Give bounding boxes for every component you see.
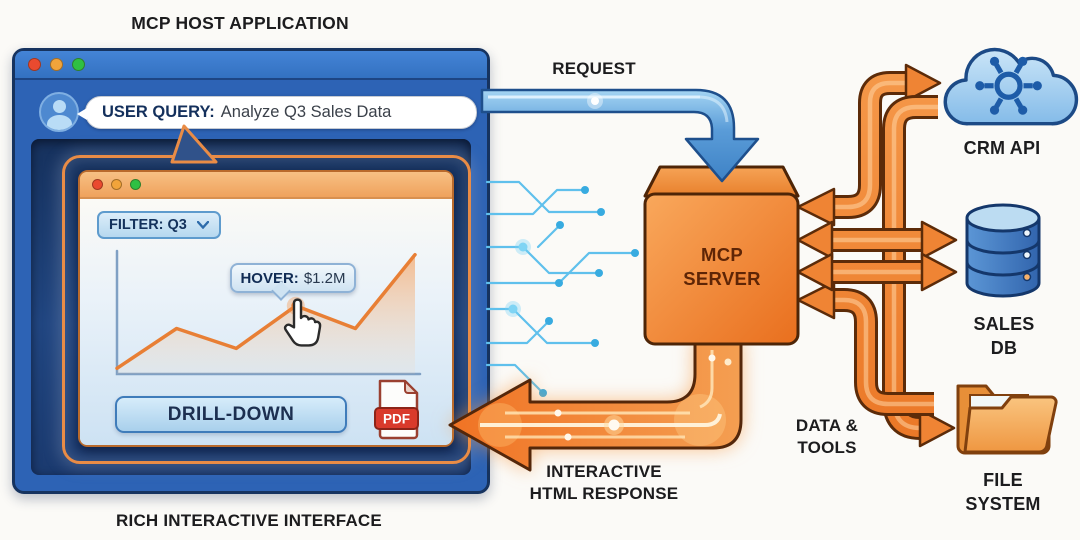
- inner-maximize-button[interactable]: [130, 179, 141, 190]
- response-bubble-outline: [62, 155, 471, 464]
- file-system-label: FILE SYSTEM: [965, 470, 1041, 514]
- inner-content: FILTER: Q3 HOVER: $1.2M: [80, 199, 452, 445]
- drill-down-button[interactable]: DRILL-DOWN: [115, 396, 347, 433]
- query-text: Analyze Q3 Sales Data: [220, 103, 392, 121]
- chevron-down-icon: [197, 221, 209, 229]
- host-application-title: MCP HOST APPLICATION: [131, 13, 349, 33]
- filter-label: FILTER: Q3: [109, 217, 187, 233]
- drill-down-label: DRILL-DOWN: [167, 403, 295, 425]
- inner-close-button[interactable]: [92, 179, 103, 190]
- db-arrows: [796, 220, 958, 292]
- circuit-dots: [505, 186, 639, 397]
- response-label: INTERACTIVE HTML RESPONSE: [529, 462, 679, 504]
- interface-footer-label: RICH INTERACTIVE INTERFACE: [116, 511, 382, 530]
- host-titlebar: [15, 51, 487, 80]
- sales-db-icon: [965, 203, 1041, 298]
- chart-tooltip: HOVER: $1.2M: [230, 263, 356, 293]
- maximize-button[interactable]: [72, 58, 85, 71]
- circuit-traces: [485, 180, 637, 395]
- request-arrow: [480, 88, 760, 183]
- inner-titlebar: [80, 172, 452, 199]
- filter-dropdown[interactable]: FILTER: Q3: [97, 211, 221, 239]
- mcp-server-label: MCP SERVER: [683, 244, 761, 290]
- tooltip-label: HOVER:: [240, 269, 299, 287]
- tooltip-value: $1.2M: [303, 269, 346, 287]
- api-hub-icon: [975, 56, 1042, 115]
- bubble-tail: [170, 124, 218, 164]
- chart-line: [115, 252, 417, 371]
- sales-db-label: SALES DB: [973, 314, 1035, 358]
- pdf-export-icon[interactable]: PDF: [373, 377, 423, 441]
- request-label: REQUEST: [552, 59, 636, 78]
- pdf-label: PDF: [383, 412, 410, 427]
- user-avatar: [39, 92, 79, 132]
- inner-minimize-button[interactable]: [111, 179, 122, 190]
- crm-api-label: CRM API: [963, 138, 1041, 158]
- hand-cursor-icon: [283, 298, 322, 347]
- crm-api-icon: [943, 47, 1079, 126]
- chart-area-fill: [117, 254, 415, 374]
- query-label: USER QUERY:: [102, 103, 215, 121]
- minimize-button[interactable]: [50, 58, 63, 71]
- response-arrow: [448, 339, 743, 472]
- resource-pipes: [796, 63, 958, 448]
- file-system-icon: [956, 384, 1058, 455]
- data-tools-label: DATA & TOOLS: [795, 416, 859, 458]
- embedded-ui-window: FILTER: Q3 HOVER: $1.2M: [78, 170, 454, 447]
- user-query-input[interactable]: USER QUERY: Analyze Q3 Sales Data: [77, 96, 477, 129]
- close-button[interactable]: [28, 58, 41, 71]
